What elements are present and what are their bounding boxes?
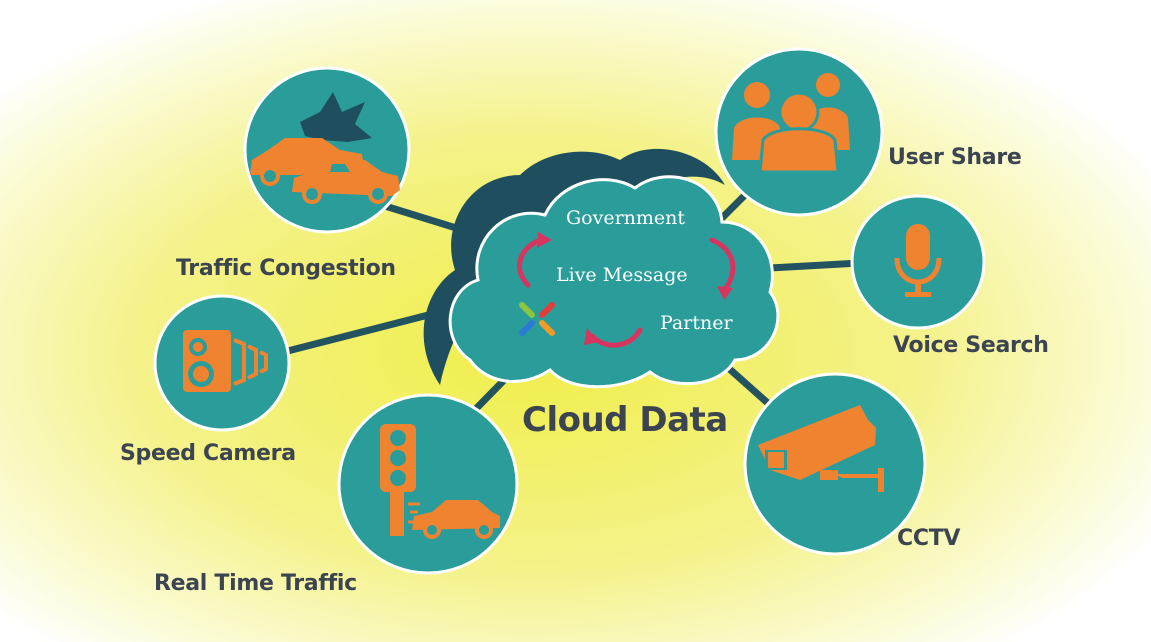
real-time-traffic-circle xyxy=(337,393,519,575)
cloud-hub xyxy=(423,148,780,389)
cloud-item-partner: Partner xyxy=(660,312,733,334)
speed-camera-icon xyxy=(183,330,268,392)
user-group-icon xyxy=(732,73,850,174)
cloud-shape xyxy=(448,175,780,389)
hub-title: Cloud Data xyxy=(522,400,728,440)
arrow-right xyxy=(709,237,736,291)
car-crash-icon xyxy=(250,92,400,204)
connector-cctv xyxy=(721,361,774,409)
security-camera-icon xyxy=(758,405,884,492)
cctv-label: CCTV xyxy=(897,526,961,551)
real-time-traffic-label: Real Time Traffic xyxy=(154,571,357,596)
cctv-circle xyxy=(743,372,927,556)
connector-speed-camera xyxy=(268,308,444,359)
traffic-congestion-label: Traffic Congestion xyxy=(176,256,396,281)
cycle-arrowheads xyxy=(537,232,733,345)
user-share-label: User Share xyxy=(888,145,1022,170)
speed-camera-label: Speed Camera xyxy=(120,441,296,466)
voice-search-label: Voice Search xyxy=(893,333,1049,358)
cloud-item-government: Government xyxy=(566,207,686,229)
microphone-icon xyxy=(894,224,942,297)
cloud-back-shape xyxy=(423,148,725,385)
arrow-left xyxy=(517,237,543,288)
connector-voice-search xyxy=(766,259,864,272)
colored-x-logo-icon xyxy=(519,302,555,336)
cloud-item-live-message: Live Message xyxy=(556,264,688,286)
traffic-light-car-icon xyxy=(380,424,500,539)
